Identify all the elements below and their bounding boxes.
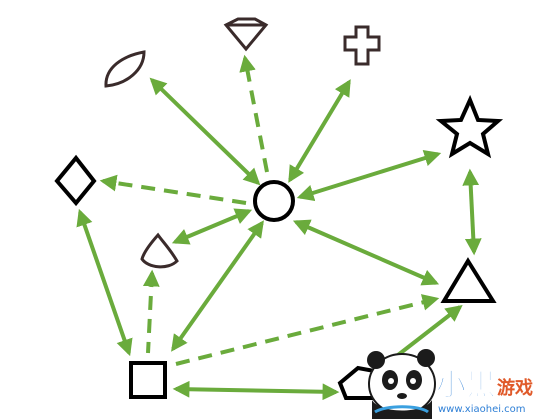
diamond-gem-node <box>223 17 269 52</box>
edge-circle-triangle <box>292 219 440 286</box>
edge-circle-drop <box>171 208 253 245</box>
star-node <box>435 94 504 159</box>
edge-circle-rhombus <box>99 174 247 205</box>
edge-rhombus-square <box>76 208 133 357</box>
edge-circle-diamond-gem <box>239 54 269 173</box>
edge-circle-cross <box>288 79 351 183</box>
square-node <box>129 361 167 399</box>
drop-node <box>140 232 179 269</box>
edge-star-triangle <box>462 168 482 256</box>
brand-url: www.xiaohei.com <box>438 404 526 415</box>
brand-suffix: 游戏 <box>497 377 533 399</box>
brand-title: 小黑 <box>436 368 496 403</box>
circle-node <box>253 180 295 222</box>
triangle-node <box>440 257 497 303</box>
edge-circle-square <box>171 220 264 352</box>
edge-pentagon-triangle <box>396 304 463 357</box>
leaf-node <box>104 50 146 88</box>
edge-layer <box>76 54 482 401</box>
edge-drop-square <box>142 269 160 354</box>
edge-circle-star <box>296 149 442 202</box>
panda-icon <box>367 349 436 419</box>
edge-circle-leaf <box>149 77 261 186</box>
cross-node <box>343 25 381 66</box>
site-watermark: 小黑 游戏 www.xiaohei.com <box>367 349 533 419</box>
rhombus-node <box>54 154 97 207</box>
edge-square-pentagon <box>172 380 340 401</box>
